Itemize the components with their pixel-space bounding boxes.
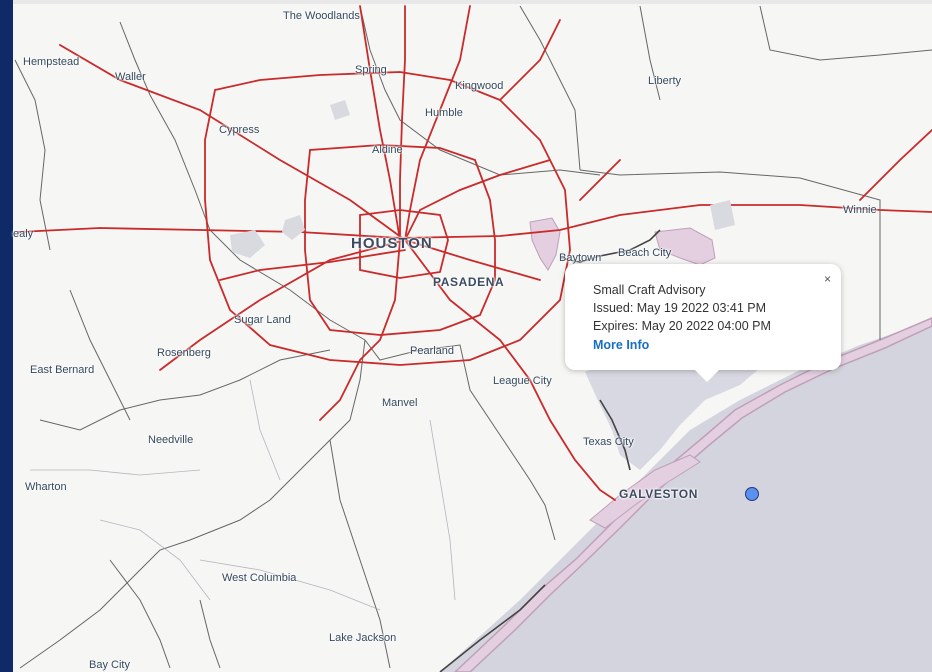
label-pasadena: PASADENA: [433, 275, 505, 289]
location-marker[interactable]: [745, 487, 759, 501]
label-texas-city: Texas City: [583, 436, 634, 448]
label-league-city: League City: [493, 375, 552, 387]
label-bay-city: Bay City: [89, 659, 130, 671]
bay-advisory-area: [529, 217, 561, 271]
popup-title: Small Craft Advisory: [593, 283, 706, 297]
label-humble: Humble: [425, 107, 463, 119]
label-aldine: Aldine: [372, 144, 403, 156]
label-liberty: Liberty: [648, 75, 682, 87]
label-waller: Waller: [115, 71, 146, 83]
galveston-island: [589, 454, 701, 529]
label-beach-city: Beach City: [618, 247, 672, 259]
label-east-bernard: East Bernard: [30, 364, 95, 376]
coastline: [439, 229, 661, 672]
label-hempstead: Hempstead: [23, 56, 80, 68]
east-bay-advisory-area: [654, 227, 716, 266]
label-lake-jackson: Lake Jackson: [329, 632, 397, 644]
map-canvas[interactable]: The Woodlands Hempstead Waller Spring Ki…: [13, 4, 932, 672]
secondary-roads: [30, 379, 456, 611]
label-needville: Needville: [148, 434, 194, 446]
label-sugar-land: Sugar Land: [234, 314, 291, 326]
label-kingwood: Kingwood: [455, 80, 504, 92]
popup-expires: Expires: May 20 2022 04:00 PM: [593, 319, 771, 333]
label-healy: ealy: [13, 228, 34, 240]
label-west-columbia: West Columbia: [222, 572, 297, 584]
highways: [17, 5, 932, 501]
left-sidebar-edge: [0, 0, 13, 672]
label-wharton: Wharton: [25, 481, 67, 493]
label-galveston: GALVESTON: [619, 487, 698, 501]
label-houston: HOUSTON: [351, 235, 433, 252]
label-cypress: Cypress: [219, 124, 260, 136]
more-info-link[interactable]: More Info: [593, 338, 650, 352]
top-strip: [0, 0, 932, 4]
county-lines: [14, 5, 932, 669]
gulf-water: [440, 320, 932, 672]
label-baytown: Baytown: [559, 252, 602, 264]
label-rosenberg: Rosenberg: [157, 347, 211, 359]
advisory-popup: × Small Craft Advisory Issued: May 19 20…: [565, 264, 841, 382]
label-spring: Spring: [355, 64, 387, 76]
label-manvel: Manvel: [382, 397, 418, 409]
reservoirs: [230, 100, 735, 258]
label-winnie: Winnie: [843, 204, 877, 216]
label-the-woodlands: The Woodlands: [283, 10, 360, 22]
label-pearland: Pearland: [410, 345, 455, 357]
popup-issued: Issued: May 19 2022 03:41 PM: [593, 301, 767, 315]
close-icon[interactable]: ×: [823, 272, 831, 286]
